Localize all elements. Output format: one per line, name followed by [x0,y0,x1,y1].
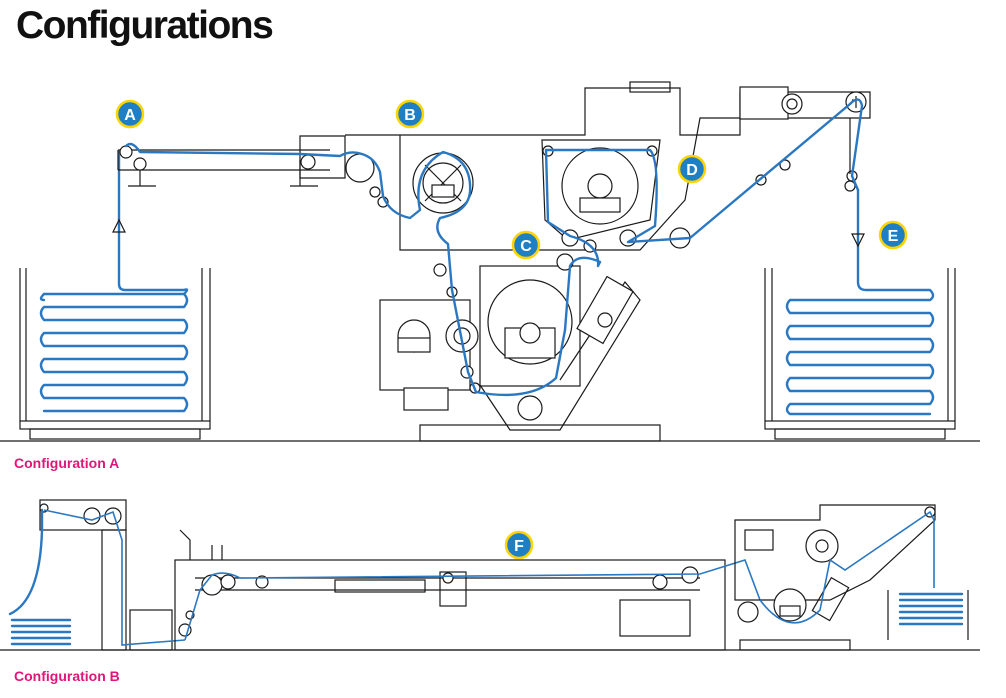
fabric-path-b-main [184,559,761,641]
left-fabric-bin [19,268,211,440]
conveyor-frame [174,529,726,651]
main-frame-a [345,81,871,251]
left-feed-tower [39,499,173,651]
left-fabric-stack [39,292,189,413]
fabric-path-b-out [759,510,935,624]
marker-c: C [511,230,541,260]
svg-text:B: B [404,107,416,124]
right-fabric-bin [764,268,956,440]
arrow-down-e [851,233,865,248]
configuration-a-diagram: A B C D E [0,81,980,442]
configuration-b-label: Configuration B [14,668,120,684]
svg-text:F: F [514,538,524,555]
entry-arm [117,135,346,187]
marker-e: E [878,220,908,250]
right-fabric-stack-b [898,592,964,626]
left-fabric-stack-b [8,508,72,646]
right-fabric-stack [785,298,935,416]
fabric-path-a-out [856,188,935,302]
fabric-path-a-in [117,150,189,296]
svg-text:E: E [888,228,899,245]
fabric-path-a-main [124,98,864,397]
marker-a: A [115,99,145,129]
arrow-up-a [112,218,126,233]
marker-b: B [395,99,425,129]
configuration-a-label: Configuration A [14,455,120,471]
page-title: Configurations [16,4,274,47]
right-machine-b [734,504,936,651]
marker-d: D [677,154,707,184]
lower-machine-a [379,239,661,442]
marker-f: F [504,530,534,560]
svg-text:A: A [124,107,136,124]
svg-text:C: C [520,238,532,255]
svg-text:D: D [686,162,698,179]
configuration-b-diagram: F [0,499,980,651]
